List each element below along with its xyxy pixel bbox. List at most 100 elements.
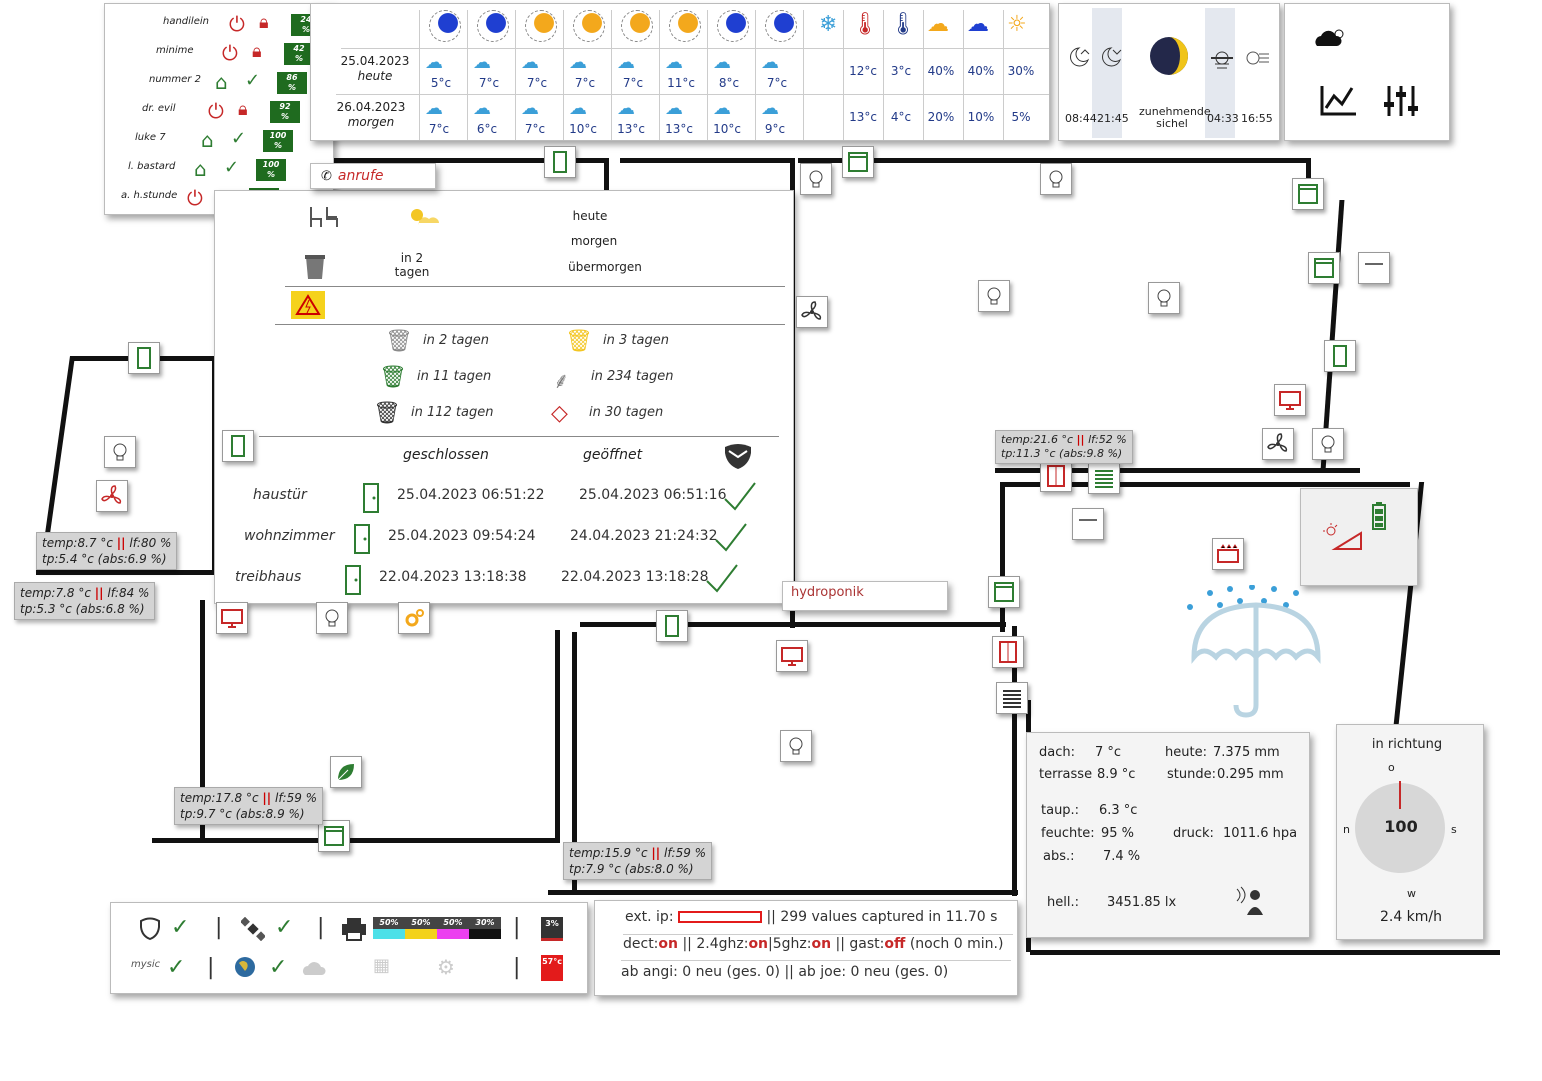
- power-icon: ⏻: [208, 99, 224, 123]
- fan-icon[interactable]: [1262, 428, 1294, 460]
- monitor-icon[interactable]: [776, 640, 808, 672]
- forecast-temp: 10°c: [569, 122, 597, 136]
- window-icon[interactable]: [1292, 178, 1324, 210]
- music-icon: mysic: [131, 959, 161, 970]
- home-icon: ⌂: [215, 70, 228, 94]
- door-row[interactable]: wohnzimmer 25.04.2023 09:54:24 24.04.202…: [244, 523, 774, 558]
- check-icon: ✓: [167, 955, 186, 980]
- user-row[interactable]: nummer 2 ⌂ ✓ 86%: [149, 70, 329, 96]
- sun-angle-icon: [1323, 523, 1362, 550]
- ink-level: 30%: [469, 917, 501, 939]
- door-icon[interactable]: [1324, 340, 1356, 372]
- answering-machine-status: ab angi: 0 neu (ges. 0) || ab joe: 0 neu…: [621, 964, 949, 980]
- door-red-icon[interactable]: [1040, 460, 1072, 492]
- outdoor-panel: dach: 7 °c heute: 7.375 mm terrasse 8.9 …: [1026, 732, 1310, 938]
- lamp-icon[interactable]: [1148, 282, 1180, 314]
- forecast-min: 3°c: [890, 64, 912, 78]
- gear-icon: ⚙: [437, 955, 455, 979]
- heater-icon[interactable]: [1212, 538, 1244, 570]
- door-icon[interactable]: [656, 610, 688, 642]
- climate-right-center: temp:21.6 °c || lf:52 %tp:11.3 °c (abs:9…: [995, 430, 1133, 464]
- weather-cloud-icon[interactable]: [1311, 26, 1347, 52]
- thermometer-min-icon: 🌡︎: [889, 12, 917, 37]
- trash-bin-gray-icon: [305, 255, 325, 279]
- window-icon[interactable]: [318, 820, 350, 852]
- users-panel: handilein ⏻ 🔒︎ 24% minime ⏻ 🔒︎ 42% numme…: [104, 3, 334, 215]
- sun-icon: ☼: [1007, 12, 1027, 37]
- user-row[interactable]: luke 7 ⌂ ✓ 100%: [135, 128, 315, 154]
- forecast-rain: 5%: [1011, 110, 1031, 124]
- lamp-icon[interactable]: [1312, 428, 1344, 460]
- chart-icon[interactable]: [1319, 84, 1359, 118]
- lamp-icon[interactable]: [800, 163, 832, 195]
- user-name: minime: [156, 45, 194, 56]
- capture-stats: || 299 values captured in 11.70 s: [766, 909, 998, 925]
- lock-icon: 🔒︎: [259, 12, 269, 33]
- window-icon[interactable]: [842, 146, 874, 178]
- waste-pickup: in 112 tagen: [411, 405, 494, 420]
- person-icon: ✓: [231, 128, 247, 149]
- settings-sliders-icon[interactable]: [1383, 84, 1419, 118]
- moon-phase-label: zunehmende sichel: [1139, 105, 1211, 130]
- window-icon[interactable]: [1308, 252, 1340, 284]
- waste-pickup: in 11 tagen: [417, 369, 492, 384]
- forecast-date: 26.04.2023: [336, 100, 406, 114]
- wind-title: in richtung: [1371, 737, 1443, 752]
- user-row[interactable]: dr. evil ⏻ 🔒︎ 92%: [142, 99, 322, 125]
- forecast-temp: 7°c: [622, 76, 644, 90]
- door-icon[interactable]: [128, 342, 160, 374]
- forecast-slot-icon: [621, 10, 653, 42]
- terrasse-value: 8.9 °c: [1097, 767, 1136, 782]
- blind-icon[interactable]: [1358, 252, 1390, 284]
- fan-red-icon[interactable]: [96, 480, 128, 512]
- moonrise-icon: [1070, 47, 1090, 67]
- fan-icon[interactable]: [796, 296, 828, 328]
- door-icon: [345, 565, 361, 595]
- user-row[interactable]: minime ⏻ 🔒︎ 42%: [156, 41, 336, 67]
- cloud-rain-icon: ☁: [665, 98, 683, 119]
- lamp-icon[interactable]: [978, 280, 1010, 312]
- door-icon[interactable]: [544, 146, 576, 178]
- lamp-icon[interactable]: [1040, 163, 1072, 195]
- cloud-rain-icon: ☁: [473, 98, 491, 119]
- shutter-dark-icon[interactable]: [996, 682, 1028, 714]
- check-icon: [706, 564, 738, 593]
- ink-level: 50%: [405, 917, 437, 939]
- user-name: handilein: [163, 16, 209, 27]
- network-panel: ext. ip: || 299 values captured in 11.70…: [594, 900, 1018, 996]
- door-icon[interactable]: [222, 430, 254, 462]
- lamp-icon[interactable]: [104, 436, 136, 468]
- user-name: a. h.stunde: [121, 190, 178, 201]
- power-icon: ⏻: [222, 41, 238, 65]
- umbrella-rain-icon: [1187, 585, 1321, 718]
- shutter-icon[interactable]: [1088, 462, 1120, 494]
- forecast-temp: 7°c: [766, 76, 788, 90]
- cloud-rain-icon: ☁: [569, 98, 587, 119]
- pressure-value: 1011.6 hpa: [1223, 826, 1298, 841]
- trash-bin-gray-icon: 🗑︎: [385, 329, 413, 354]
- printer-icon: [342, 918, 366, 941]
- power-icon: ⏻: [229, 12, 245, 36]
- rain-hour-value: 0.295 mm: [1217, 767, 1284, 782]
- monitor-icon[interactable]: [1274, 384, 1306, 416]
- lamp-icon[interactable]: [316, 602, 348, 634]
- forecast-temp: 10°c: [713, 122, 741, 136]
- window-icon[interactable]: [988, 576, 1020, 608]
- blind-icon[interactable]: [1072, 508, 1104, 540]
- forecast-rain: 20%: [927, 110, 955, 124]
- rain-today-value: 7.375 mm: [1213, 745, 1280, 760]
- door-name: wohnzimmer: [244, 528, 335, 544]
- calls-tab[interactable]: ✆ anrufe: [310, 163, 436, 189]
- door-red-icon[interactable]: [992, 636, 1024, 668]
- ext-ip-redacted: [678, 911, 762, 923]
- user-row[interactable]: l. bastard ⌂ ✓ 100%: [128, 157, 308, 183]
- gear-icon[interactable]: [398, 602, 430, 634]
- lock-icon: 🔒︎: [252, 41, 262, 62]
- leaf-icon[interactable]: [330, 756, 362, 788]
- door-row[interactable]: treibhaus 22.04.2023 13:18:38 22.04.2023…: [235, 564, 765, 599]
- in-two-days: in 2 tagen: [394, 251, 430, 279]
- lamp-icon[interactable]: [780, 730, 812, 762]
- monitor-icon[interactable]: [216, 602, 248, 634]
- forecast-temp: 13°c: [617, 122, 645, 136]
- door-row[interactable]: haustür 25.04.2023 06:51:22 25.04.2023 0…: [253, 482, 783, 517]
